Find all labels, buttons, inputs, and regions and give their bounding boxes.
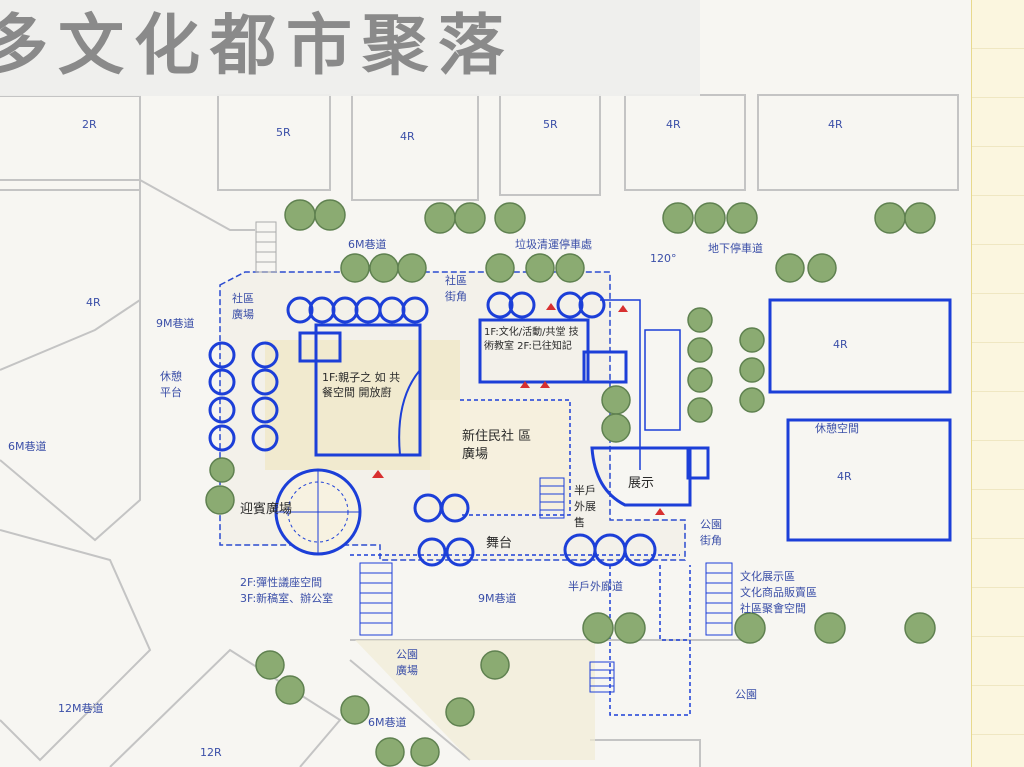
welcome-plaza-pavilion [274,468,362,556]
block-4r-south [786,418,952,542]
label-12r: 12R [200,746,222,759]
label-welcome-plaza: 迎賓廣場 [240,502,293,517]
entry-markers [372,303,665,515]
label-culture-classroom: 1F:文化/活動/共堂 技術教室 2F:已往知記 [484,327,579,352]
label-building-note-2: 3F:新稿室、辦公室 [240,592,334,605]
label-rest-space: 休憩空間 [815,422,859,435]
blue-tree-canopies [208,291,657,567]
label-4r-c: 4R [828,118,843,131]
label-road-9m-bottom: 9M巷道 [478,592,517,605]
label-block-4r-2: 4R [837,470,852,483]
label-garbage: 垃圾清運停車處 [515,238,592,251]
label-5r: 5R [276,126,291,139]
label-culture-note-1: 文化展示區 [740,570,795,583]
label-rest-platform: 休憩平台 [160,370,182,399]
label-left-4r: 4R [86,296,101,309]
label-underground-parking: 地下停車道 [708,242,763,255]
label-semi-outdoor-sale: 半戶外展售 [574,484,596,529]
label-park-corner: 公園 街角 [700,518,722,547]
label-5r-b: 5R [543,118,558,131]
title-banner: 多文化都市聚落 [0,0,700,96]
stairs [255,221,733,693]
label-road-6m-top: 6M巷道 [348,238,387,251]
label-road-6m-left: 6M巷道 [8,440,47,453]
trees [205,199,936,767]
label-4r-a: 4R [400,130,415,143]
community-kitchen-building [314,323,422,457]
label-park: 公園 [735,688,757,701]
label-block-4r-1: 4R [833,338,848,351]
label-new-resident-plaza: 新住民社 區廣場 [462,429,532,462]
label-corner-plaza: 社區 廣場 [232,292,254,321]
paper-margin-strip [971,0,1024,767]
label-park-plaza: 公園 廣場 [396,648,418,677]
exhibit-building [590,446,692,507]
label-culture-note-2: 文化商品販賣區 [740,586,817,599]
label-road-12m: 12M巷道 [58,702,104,715]
label-culture-note-3: 社區聚會空間 [740,602,806,615]
block-4r-north [768,298,952,394]
label-semi-outdoor-walk: 半戶外廊道 [568,580,623,593]
blue-buildings [298,298,952,542]
page-title: 多文化都市聚落 [0,6,514,84]
label-road-9m-left: 9M巷道 [156,317,195,330]
label-2r: 2R [82,118,97,131]
label-120deg: 120° [650,252,677,265]
label-side-street: 社區 街角 [445,274,467,303]
label-building-note-1: 2F:彈性議座空間 [240,576,323,589]
label-stage: 舞台 [486,536,513,551]
label-road-6m-bottom: 6M巷道 [368,716,407,729]
label-exhibit: 展示 [628,476,655,491]
label-community-kitchen: 1F:親子之 如 共餐空間 開放廚 [322,371,401,399]
label-4r-b: 4R [666,118,681,131]
